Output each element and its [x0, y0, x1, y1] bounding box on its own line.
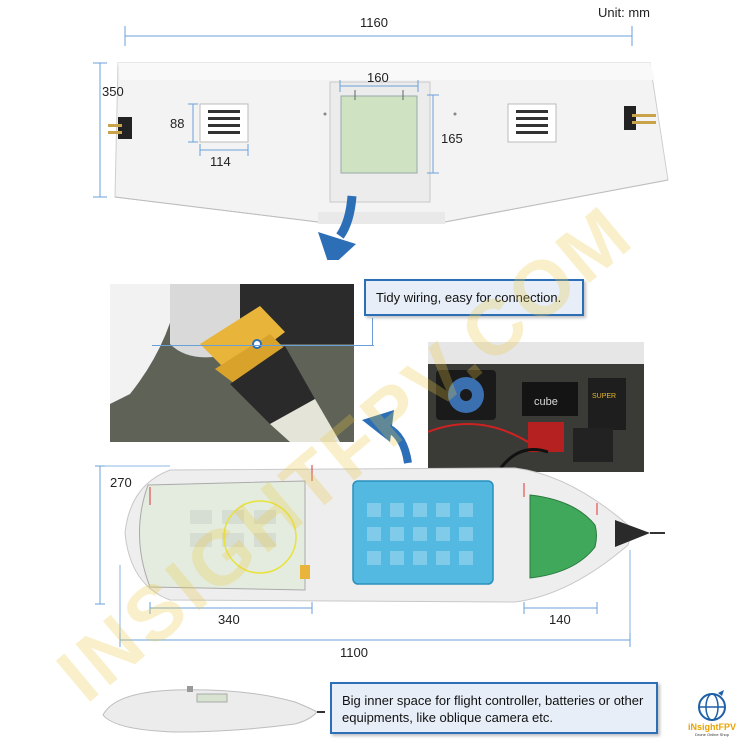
- fuselage-side-drawing: [102, 686, 325, 733]
- electronics-photo: cube SUPER: [428, 342, 644, 472]
- wiring-leader-vertical: [372, 318, 373, 346]
- connector-drawing: [110, 284, 354, 442]
- fuselage-drawing: [95, 465, 665, 647]
- brand-logo: iNsightFPV Drone Online Shop: [684, 688, 740, 744]
- vent-height-label: 88: [170, 116, 185, 131]
- logo-tagline: Drone Online Shop: [694, 732, 730, 737]
- connector-photo: [110, 284, 354, 442]
- bay-length-label: 340: [218, 612, 240, 627]
- up-arrow-icon: [362, 410, 412, 464]
- inner-space-callout-text: Big inner space for flight controller, b…: [342, 693, 644, 725]
- wing-chord-label: 350: [102, 84, 124, 99]
- nose-length-label: 140: [549, 612, 571, 627]
- logo-name: iNsightFPV: [687, 722, 736, 732]
- hatch-width-label: 160: [367, 70, 389, 85]
- wing-figure: 1160 350 160 165 88 114: [0, 0, 750, 260]
- wiring-callout-text: Tidy wiring, easy for connection.: [376, 290, 562, 305]
- wiring-callout: Tidy wiring, easy for connection.: [364, 279, 584, 316]
- wing-drawing: [93, 26, 669, 260]
- wiring-leader-line: [152, 345, 374, 346]
- fuselage-figure: 270 340 140 1100: [0, 455, 750, 665]
- globe-icon: [698, 690, 726, 721]
- vent-width-label: 114: [210, 154, 231, 169]
- hatch-height-label: 165: [441, 131, 463, 146]
- cube-label: cube: [534, 396, 558, 408]
- wing-span-label: 1160: [360, 15, 388, 30]
- inner-space-callout: Big inner space for flight controller, b…: [330, 682, 658, 734]
- total-length-label: 1100: [340, 645, 368, 660]
- fuselage-height-label: 270: [110, 475, 132, 490]
- electronics-drawing: cube SUPER: [428, 342, 644, 472]
- esc-label: SUPER: [592, 393, 616, 400]
- unit-label: Unit: mm: [598, 5, 650, 20]
